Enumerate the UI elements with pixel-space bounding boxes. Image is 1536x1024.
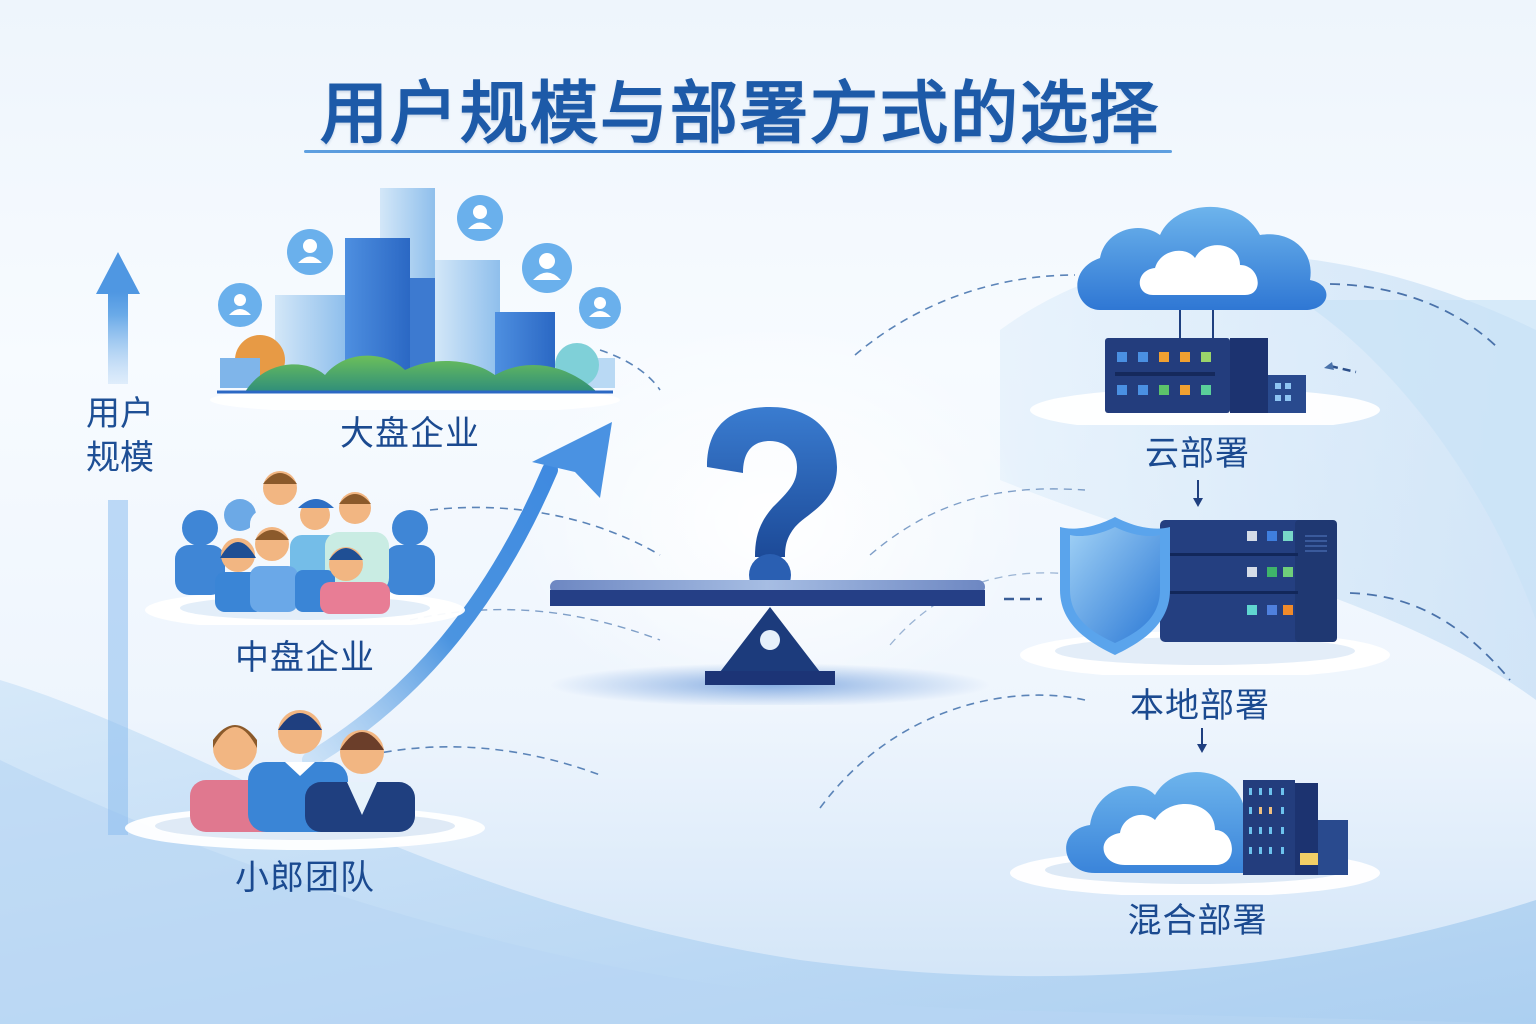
title-divider <box>304 150 1172 153</box>
city-buildings-icon <box>210 188 621 414</box>
deployment-option-cloud[interactable]: 云部署 <box>1025 190 1385 480</box>
cloud-server-icon <box>1030 206 1380 432</box>
deployment-option-local[interactable]: 本地部署 <box>1015 515 1400 726</box>
user-scale-small-team[interactable]: 小郎团队 <box>115 690 495 900</box>
arrow-up-icon <box>96 252 140 835</box>
shield-server-icon <box>1020 517 1390 679</box>
user-scale-label: 小郎团队 <box>235 858 375 898</box>
team-three-people-icon <box>125 710 485 850</box>
user-scale-mid-enterprise[interactable]: 中盘企业 <box>140 460 480 680</box>
arrow-down-icon <box>1193 480 1203 507</box>
axis-label-line2: 规模 <box>86 438 154 478</box>
axis-label: 用户 规模 <box>78 392 162 480</box>
user-scale-axis <box>88 250 148 840</box>
growth-arrow-icon <box>302 422 612 768</box>
deployment-label: 混合部署 <box>1127 901 1268 941</box>
cloud-building-icon <box>1010 772 1380 897</box>
group-people-icon <box>145 471 465 630</box>
arrow-down-icon <box>1197 728 1207 753</box>
user-scale-label: 大盘企业 <box>340 414 480 454</box>
question-mark-balance-scale-icon <box>550 407 990 707</box>
deployment-label: 本地部署 <box>1130 686 1270 726</box>
user-scale-large-enterprise[interactable]: 大盘企业 <box>205 180 625 454</box>
deployment-option-hybrid[interactable]: 混合部署 <box>1005 755 1385 945</box>
deployment-label: 云部署 <box>1145 434 1250 474</box>
axis-label-line1: 用户 <box>86 394 154 434</box>
decision-balance <box>545 395 995 707</box>
page-title: 用户规模与部署方式的选择 <box>319 75 1160 154</box>
user-scale-label: 中盘企业 <box>235 638 375 678</box>
